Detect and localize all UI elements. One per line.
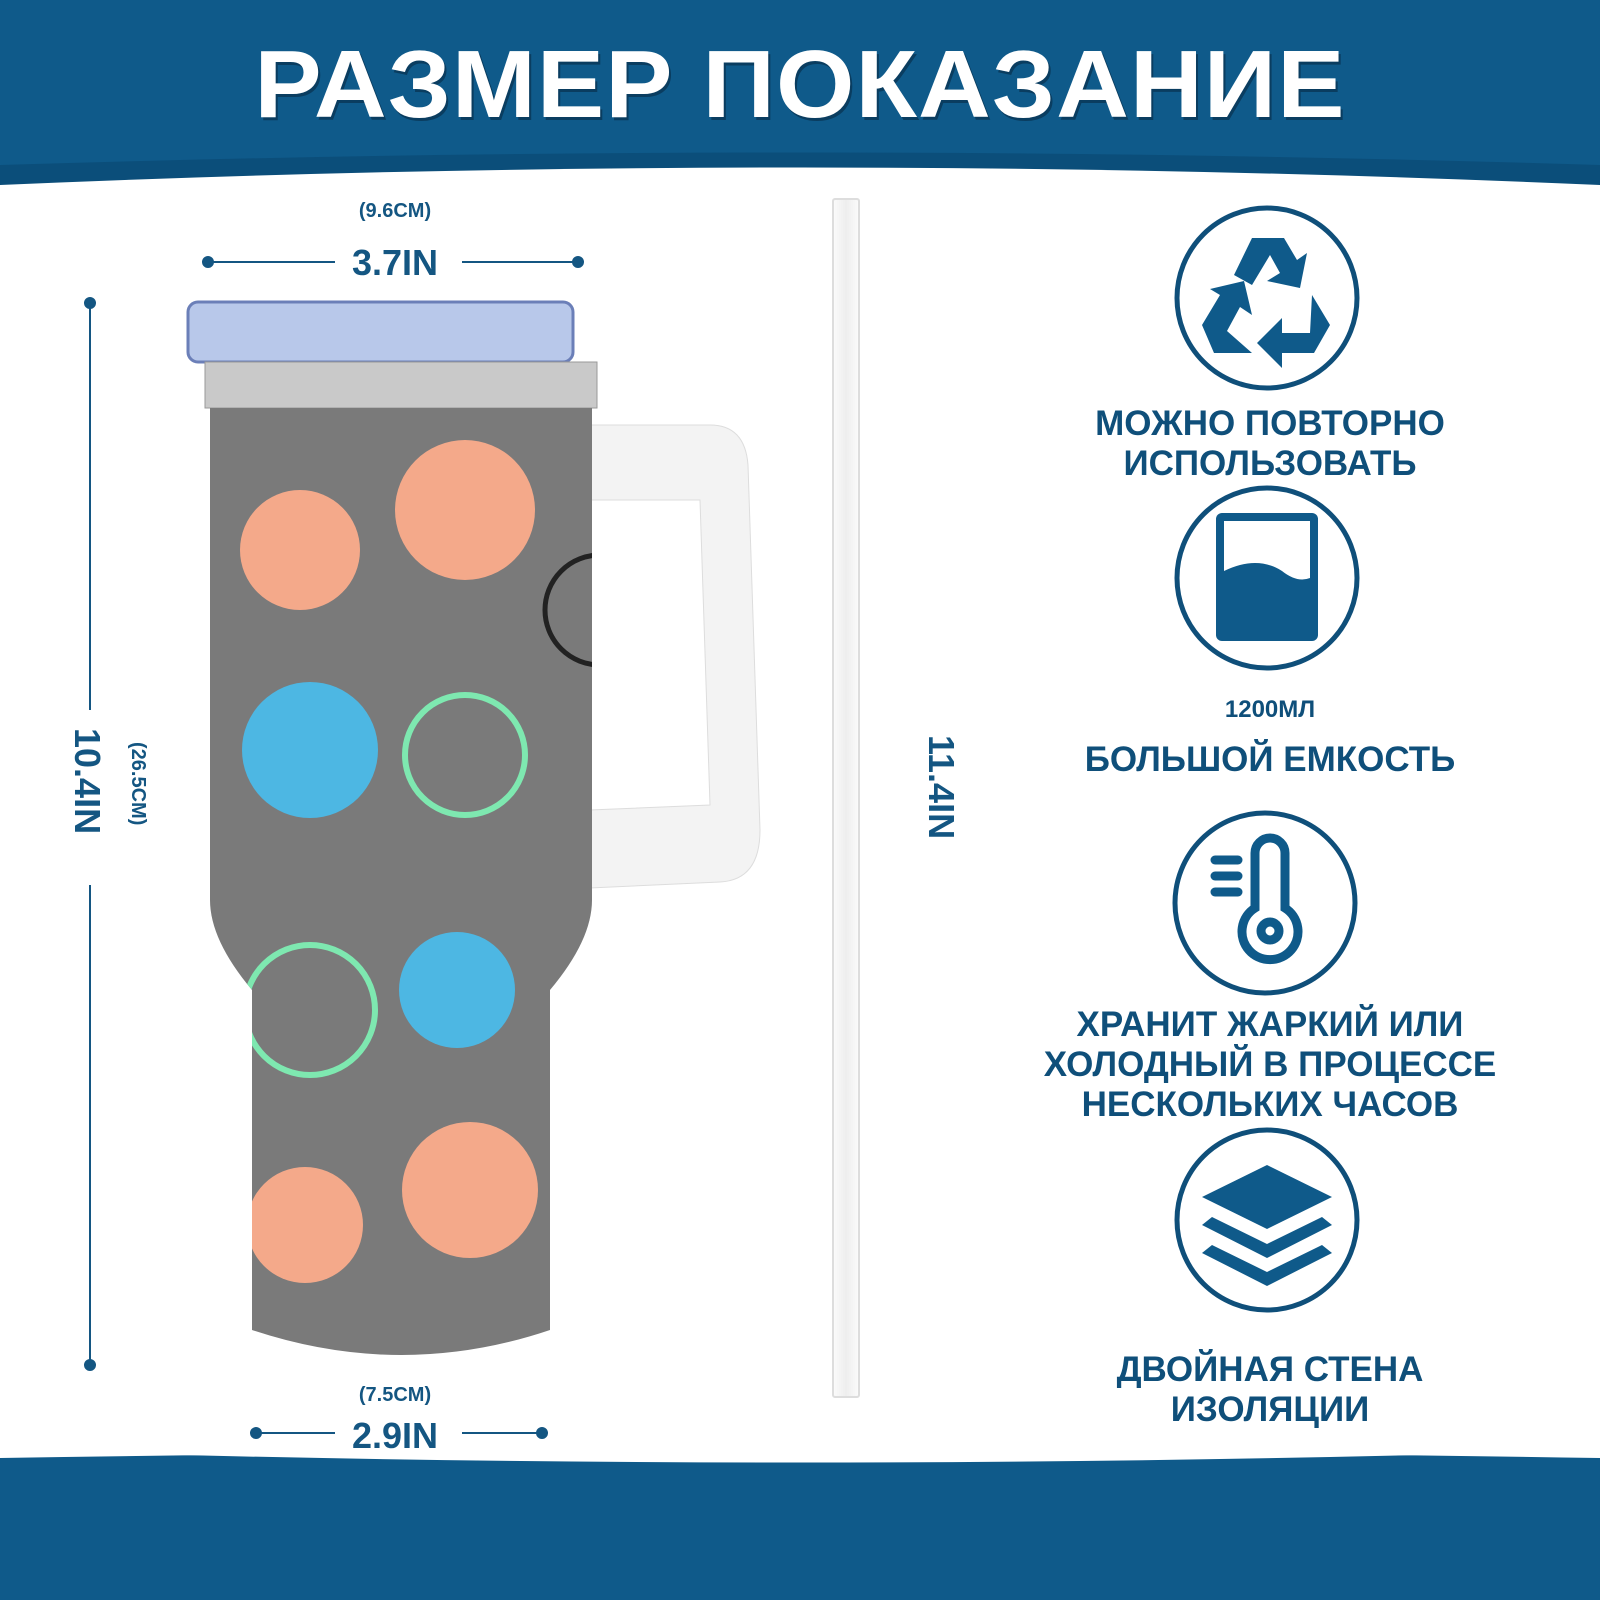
height-cm: (26.5CM): [127, 742, 149, 826]
feature-double-wall: ДВОЙНАЯ СТЕНА ИЗОЛЯЦИИ: [1010, 1350, 1530, 1430]
feature-text: НЕСКОЛЬКИХ ЧАСОВ: [1081, 1085, 1459, 1124]
cup-capacity-icon: [1174, 485, 1360, 671]
feature-text: ИСПОЛЬЗОВАТЬ: [1123, 444, 1417, 483]
handle: [589, 424, 761, 889]
straw-length: 11.4IN: [921, 735, 962, 840]
dimension-lines: [84, 256, 584, 1439]
footer-band: [0, 1450, 1600, 1600]
feature-insulation-time: ХРАНИТ ЖАРКИЙ ИЛИ ХОЛОДНЫЙ В ПРОЦЕССЕ НЕ…: [1010, 1005, 1530, 1125]
page-title: РАЗМЕР ПОКАЗАНИЕ: [254, 31, 1346, 138]
height-in: 10.4IN: [67, 728, 108, 835]
bottom-width-in: 2.9IN: [351, 1415, 439, 1456]
thermometer-icon: [1172, 810, 1358, 996]
tumbler-image: [186, 300, 761, 1355]
feature-text: ИЗОЛЯЦИИ: [1170, 1390, 1370, 1429]
feature-text: ХОЛОДНЫЙ В ПРОЦЕССЕ: [1043, 1045, 1497, 1084]
header-band: [0, 0, 1600, 200]
lid: [186, 300, 575, 364]
feature-text: ДВОЙНАЯ СТЕНА: [1116, 1350, 1424, 1389]
bottom-width-cm: (7.5CM): [358, 1384, 432, 1406]
capacity-value: 1200МЛ: [1224, 696, 1316, 723]
feature-text: ХРАНИТ ЖАРКИЙ ИЛИ: [1076, 1005, 1464, 1044]
layers-icon: [1174, 1127, 1360, 1313]
top-width-cm: (9.6CM): [358, 200, 432, 222]
feature-capacity: БОЛЬШОЙ ЕМКОСТЬ: [1084, 740, 1456, 779]
top-width-in: 3.7IN: [351, 242, 439, 283]
straw-image: [832, 198, 860, 1398]
feature-reusable: МОЖНО ПОВТОРНО ИСПОЛЬЗОВАТЬ: [1010, 404, 1530, 484]
recycle-icon: [1174, 205, 1360, 391]
feature-text: МОЖНО ПОВТОРНО: [1095, 404, 1445, 443]
